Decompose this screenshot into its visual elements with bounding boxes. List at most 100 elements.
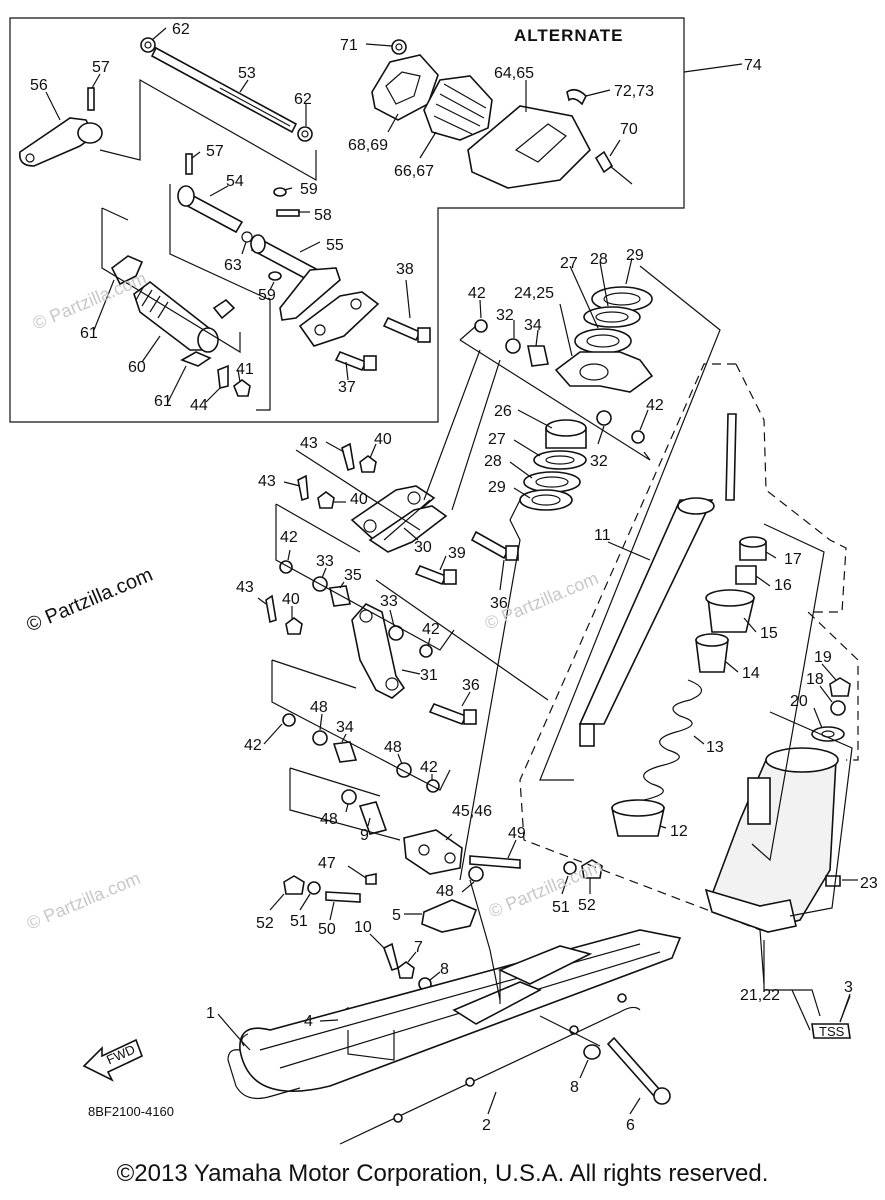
callout: 32 xyxy=(590,453,608,470)
callout: 31 xyxy=(420,667,438,684)
callout: 26 xyxy=(494,403,512,420)
callout: 70 xyxy=(620,121,638,138)
callout: 66,67 xyxy=(394,163,434,180)
upper-arm-assembly xyxy=(474,286,654,511)
callout: 51 xyxy=(552,899,570,916)
alternate-assembly xyxy=(371,39,633,189)
callout: 48 xyxy=(310,699,328,716)
callout: 18 xyxy=(806,671,824,688)
callout: 19 xyxy=(814,649,832,666)
middle-linkage xyxy=(265,442,603,1060)
callout: 5 xyxy=(392,907,401,924)
callout: 29 xyxy=(488,479,506,496)
callout: 15 xyxy=(760,625,778,642)
inset-frame xyxy=(9,17,685,423)
callout: 72,73 xyxy=(614,83,654,100)
callout: 24,25 xyxy=(514,285,554,302)
leader-lines xyxy=(45,27,858,1115)
callout: 28 xyxy=(590,251,608,268)
callout: 37 xyxy=(338,379,356,396)
callout: 13 xyxy=(706,739,724,756)
callout: 33 xyxy=(380,593,398,610)
callout: 57 xyxy=(92,59,110,76)
callout: 40 xyxy=(374,431,392,448)
callout: 47 xyxy=(318,855,336,872)
callout: 27 xyxy=(488,431,506,448)
callout: 27 xyxy=(560,255,578,272)
callout: 17 xyxy=(784,551,802,568)
callout: 59 xyxy=(300,181,318,198)
callout: 49 xyxy=(508,825,526,842)
callout: 9 xyxy=(360,827,369,844)
callout: 61 xyxy=(154,393,172,410)
callout: 42 xyxy=(244,737,262,754)
callout: 23 xyxy=(860,875,878,892)
callout: 60 xyxy=(128,359,146,376)
callout: 30 xyxy=(414,539,432,556)
callout: 42 xyxy=(468,285,486,302)
callout: 61 xyxy=(80,325,98,342)
callout: 8 xyxy=(570,1079,579,1096)
callout: 6 xyxy=(626,1117,635,1134)
callout: 63 xyxy=(224,257,242,274)
callout: 55 xyxy=(326,237,344,254)
callout: 50 xyxy=(318,921,336,938)
callout: 35 xyxy=(344,567,362,584)
callout: 42 xyxy=(422,621,440,638)
callout: 40 xyxy=(282,591,300,608)
callout: 43 xyxy=(258,473,276,490)
callout: 40 xyxy=(350,491,368,508)
callout: 48 xyxy=(436,883,454,900)
callout: 14 xyxy=(742,665,760,682)
callout: 62 xyxy=(172,21,190,38)
callout: 51 xyxy=(290,913,308,930)
callout-labels: 71 74 64,65 72,73 70 68,69 66,67 62 62 5… xyxy=(30,21,878,1134)
ski-assembly: FWD xyxy=(82,929,682,1145)
callout: 29 xyxy=(626,247,644,264)
callout: 45,46 xyxy=(452,803,492,820)
guide-lines xyxy=(99,78,859,1061)
callout: 71 xyxy=(340,37,358,54)
callout: 48 xyxy=(320,811,338,828)
callout: 64,65 xyxy=(494,65,534,82)
callout: 56 xyxy=(30,77,48,94)
callout: 12 xyxy=(670,823,688,840)
callout: 53 xyxy=(238,65,256,82)
callout: 32 xyxy=(496,307,514,324)
callout: 34 xyxy=(524,317,542,334)
callout: 8 xyxy=(440,961,449,978)
callout: 20 xyxy=(790,693,808,710)
callout: 48 xyxy=(384,739,402,756)
callout: 28 xyxy=(484,453,502,470)
callout: 16 xyxy=(774,577,792,594)
callout: 38 xyxy=(396,261,414,278)
callout: 52 xyxy=(256,915,274,932)
callout: 43 xyxy=(300,435,318,452)
callout: 21,22 xyxy=(740,987,780,1004)
callout: 42 xyxy=(420,759,438,776)
part-code: 8BF2100-4160 xyxy=(88,1104,174,1119)
callout: 39 xyxy=(448,545,466,562)
callout: 2 xyxy=(482,1117,491,1134)
watermark-faint-3: © Partzilla.com xyxy=(24,868,143,934)
callout: 52 xyxy=(578,897,596,914)
callout: 36 xyxy=(490,595,508,612)
shock-absorber: TSS xyxy=(578,413,851,1039)
callout: 42 xyxy=(646,397,664,414)
callout: 33 xyxy=(316,553,334,570)
callout: 43 xyxy=(236,579,254,596)
callout: 74 xyxy=(744,57,762,74)
callout: 3 xyxy=(844,979,853,996)
callout: 62 xyxy=(294,91,312,108)
copyright-footer: ©2013 Yamaha Motor Corporation, U.S.A. A… xyxy=(116,1160,769,1187)
callout: 36 xyxy=(462,677,480,694)
callout: 34 xyxy=(336,719,354,736)
callout: 68,69 xyxy=(348,137,388,154)
callout: 41 xyxy=(236,361,254,378)
callout: 58 xyxy=(314,207,332,224)
callout: 57 xyxy=(206,143,224,160)
alternate-header: ALTERNATE xyxy=(514,26,623,45)
callout: 11 xyxy=(594,527,611,544)
callout: 42 xyxy=(280,529,298,546)
